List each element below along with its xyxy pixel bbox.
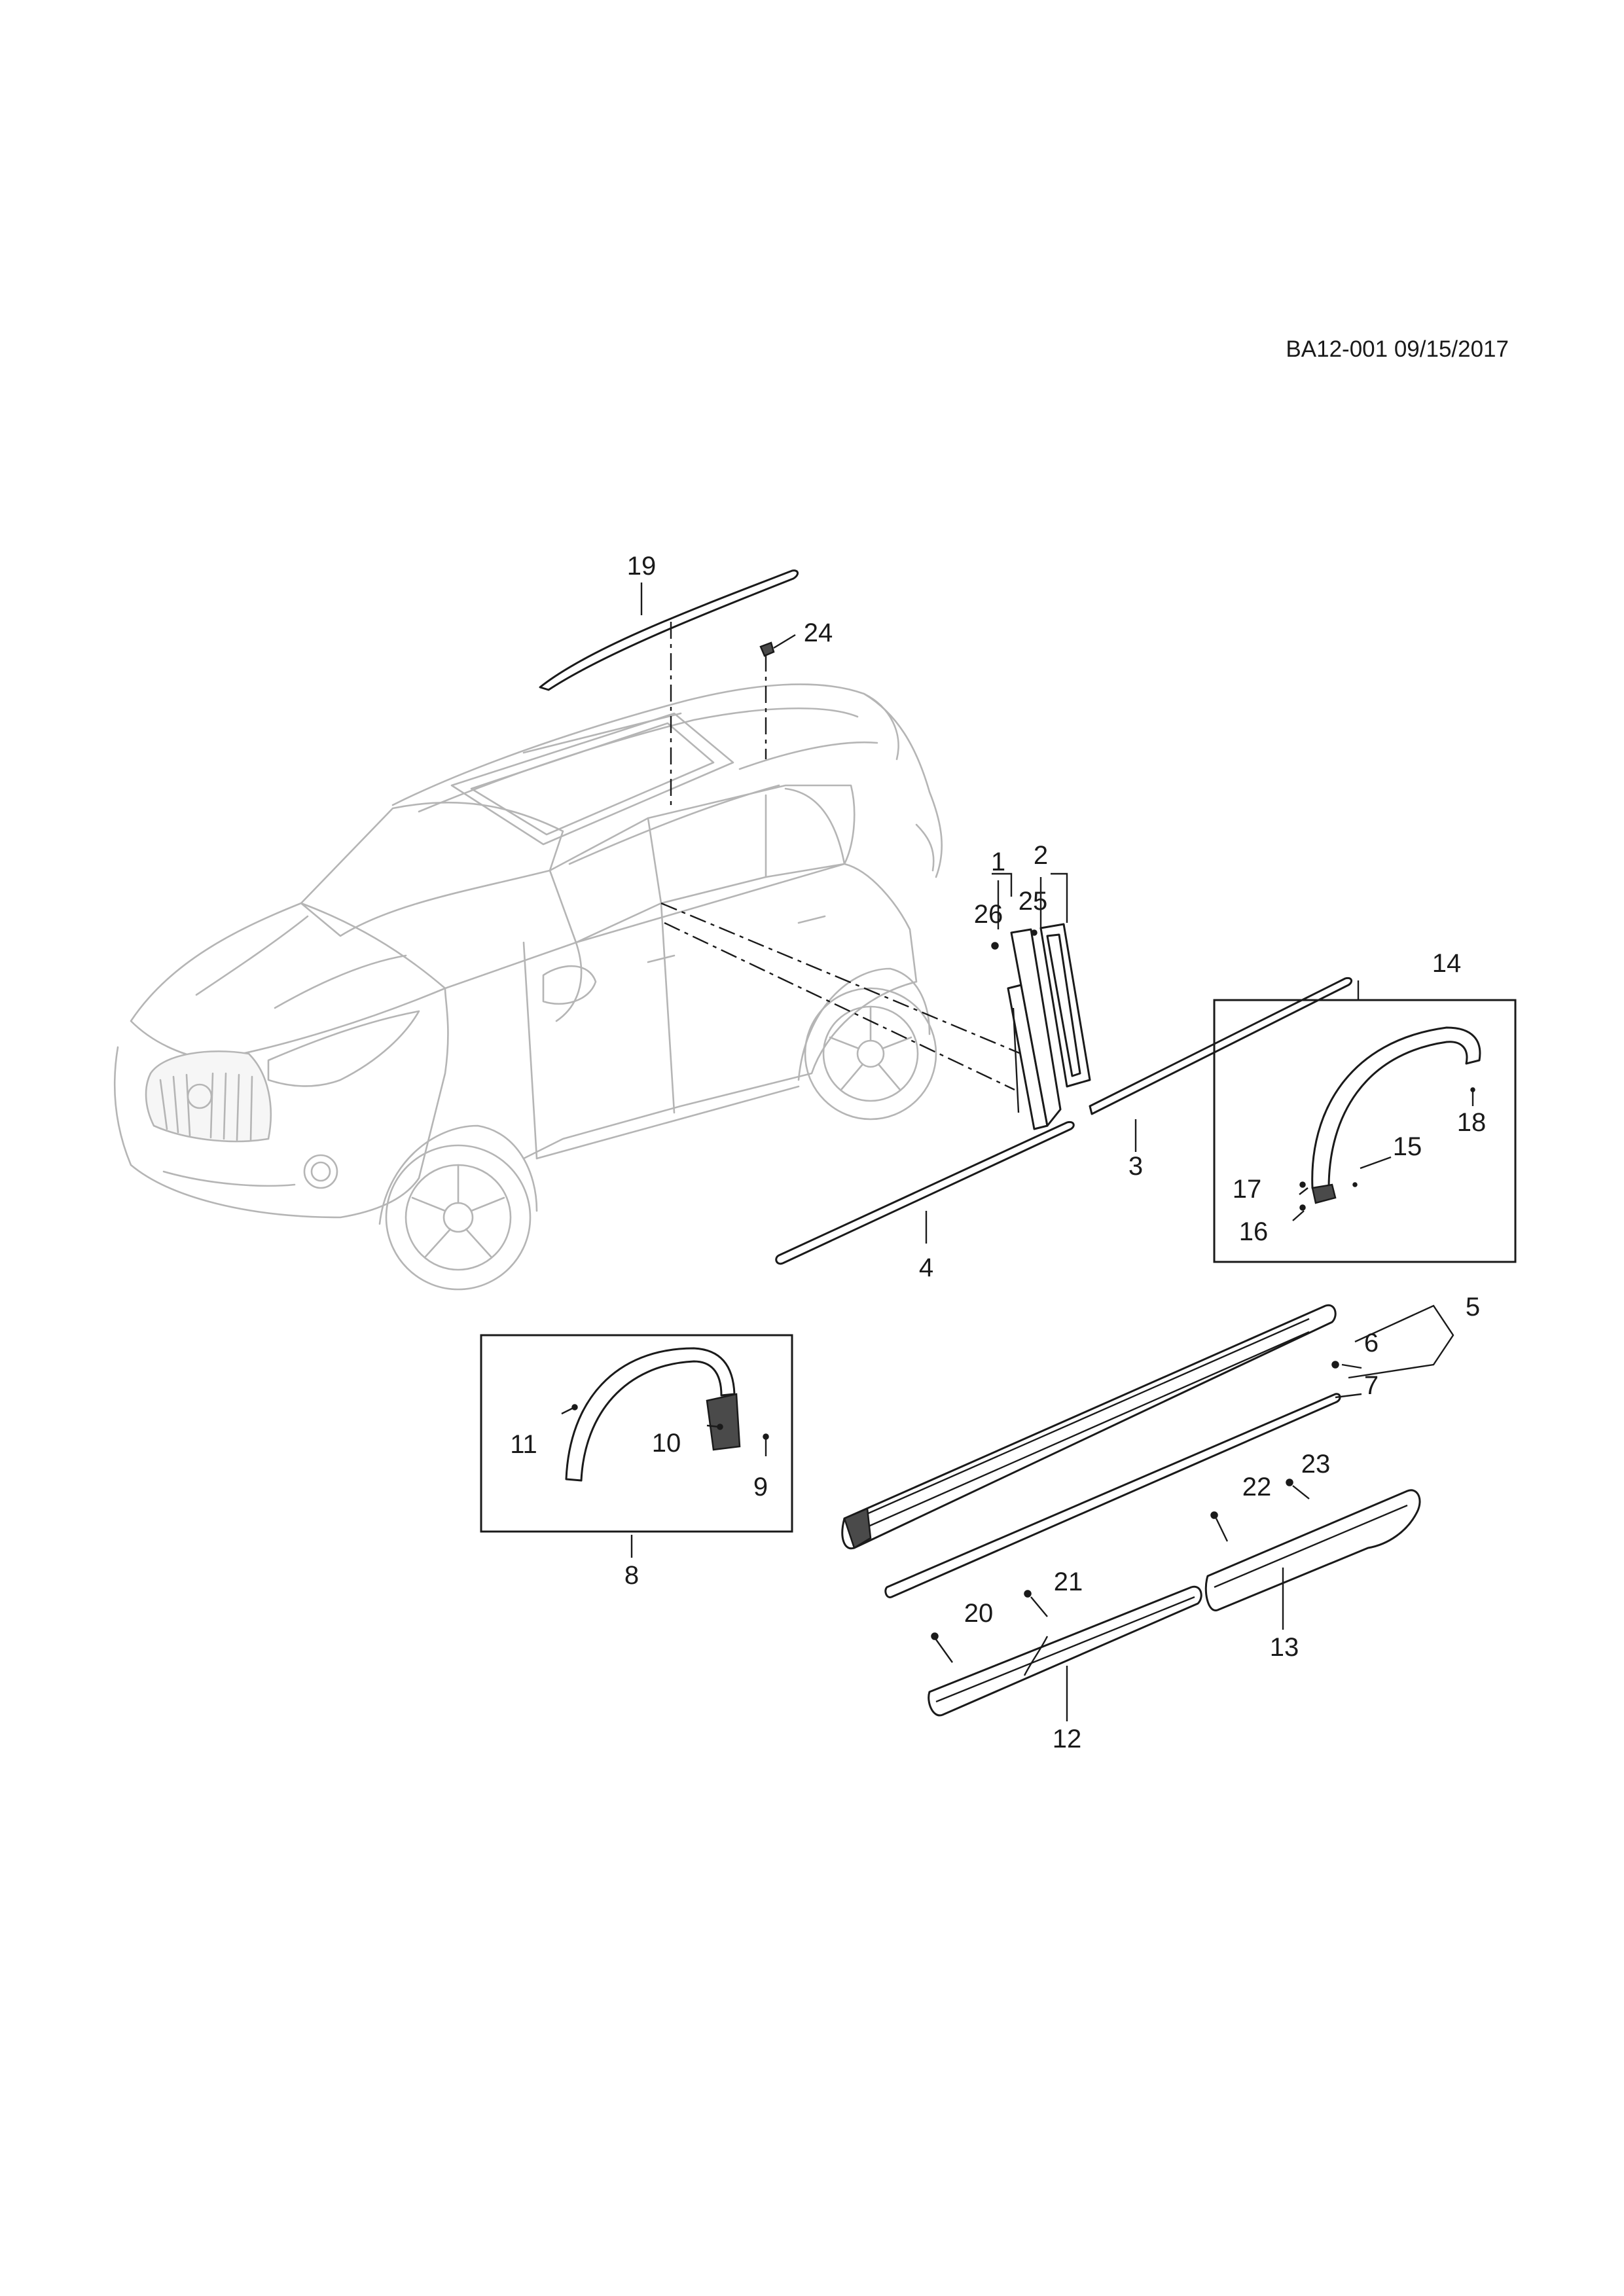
callout-23: 23 [1301,1450,1331,1479]
callout-18: 18 [1457,1108,1487,1137]
callout-16: 16 [1239,1217,1269,1246]
vehicle-illustration [113,683,943,1291]
front-wheel-flare-box [480,1334,793,1533]
diagram-reference: BA12-001 09/15/2017 [1286,336,1509,362]
rear-door-lower-molding-part [1204,1489,1421,1611]
callout-4: 4 [919,1253,933,1282]
callout-3: 3 [1128,1152,1143,1181]
fastener-15-part [1352,1182,1358,1187]
fastener-25-part [1031,929,1038,936]
callout-7: 7 [1364,1371,1379,1400]
callout-labels: 19 24 1 2 26 25 14 3 18 15 17 16 4 5 6 7… [510,552,1486,1753]
callout-24: 24 [804,619,833,647]
callout-17: 17 [1233,1175,1262,1204]
rear-wheel-flare-box [1213,999,1517,1263]
roof-clip-part [759,641,775,657]
callout-15: 15 [1393,1132,1422,1161]
rear-belt-molding-part [1089,977,1353,1115]
callout-11: 11 [510,1430,537,1459]
pillar-applique-mid-part [1010,928,1062,1127]
leader-lines [561,583,1474,1721]
front-belt-molding-part [775,1121,1075,1265]
fastener-23-part [1286,1479,1293,1486]
callout-9: 9 [753,1473,768,1501]
callout-10: 10 [652,1429,681,1458]
callout-5: 5 [1466,1293,1480,1321]
callout-19: 19 [627,552,657,581]
fastener-26-part [991,942,999,950]
callout-20: 20 [964,1599,994,1628]
front-door-lower-molding-part [928,1585,1202,1717]
callout-25: 25 [1019,887,1048,916]
rear-wheel-flare-part [1311,1026,1481,1189]
callout-13: 13 [1270,1633,1299,1662]
callout-1: 1 [991,848,1005,876]
callout-26: 26 [974,900,1003,929]
callout-14: 14 [1432,949,1462,978]
roof-rail-molding-part [539,569,799,691]
callout-22: 22 [1242,1473,1272,1501]
fastener-21-part [1024,1590,1032,1598]
fastener-22-part [1210,1511,1218,1519]
callout-21: 21 [1054,1568,1083,1596]
callout-2: 2 [1034,841,1048,870]
fastener-6-part [1331,1361,1339,1369]
fastener-16-part [1299,1204,1306,1211]
fastener-20-part [931,1632,939,1640]
fastener-17-part [1299,1181,1306,1188]
callout-8: 8 [624,1561,639,1590]
rocker-seal-part [884,1393,1341,1598]
rocker-molding-part [841,1304,1337,1550]
callout-12: 12 [1053,1725,1082,1753]
callout-6: 6 [1364,1329,1379,1357]
